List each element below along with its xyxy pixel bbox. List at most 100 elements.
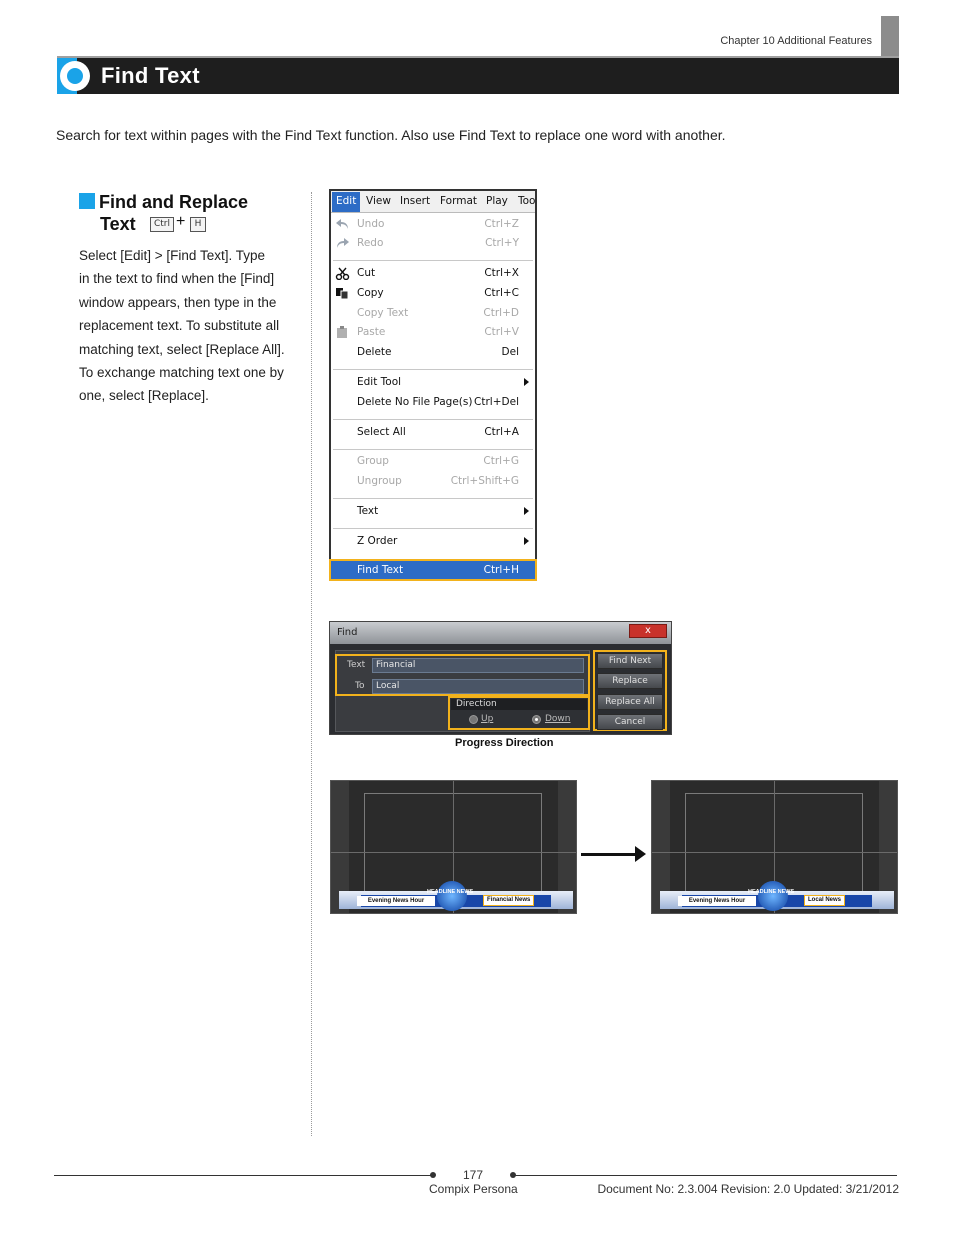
menu-item-delete[interactable]: Delete (357, 346, 392, 358)
body-line: matching text, select [Replace All]. (79, 341, 285, 357)
footer-dot (510, 1172, 516, 1178)
globe-icon (437, 881, 467, 911)
replace-button[interactable]: Replace (597, 673, 663, 689)
radio-up-label: Up (481, 714, 494, 724)
shortcut-undo: Ctrl+Z (484, 218, 519, 230)
radio-up[interactable] (469, 715, 478, 724)
menu-insert[interactable]: Insert (400, 195, 431, 207)
menu-separator (333, 369, 533, 370)
preview-side-panel (652, 781, 670, 913)
guide-line-vertical (453, 781, 454, 913)
menu-item-copy[interactable]: Copy (357, 287, 384, 299)
menu-item-ungroup[interactable]: Ungroup (357, 475, 402, 487)
body-line: in the text to find when the [Find] (79, 271, 275, 287)
menu-item-delete-no-file[interactable]: Delete No File Page(s) (357, 396, 473, 408)
menu-tools[interactable]: Too (518, 195, 536, 207)
menu-edit[interactable]: Edit (336, 195, 357, 207)
menu-item-find-text-highlight[interactable]: Find Text Ctrl+H (329, 559, 537, 581)
preview-side-panel (879, 781, 897, 913)
body-line: replacement text. To substitute all (79, 318, 280, 334)
menu-item-text[interactable]: Text (357, 505, 379, 517)
replace-all-button[interactable]: Replace All (597, 694, 663, 710)
menu-item-redo[interactable]: Redo (357, 237, 384, 249)
menu-separator (333, 528, 533, 529)
preview-side-panel (331, 781, 349, 913)
section-square-icon (79, 193, 95, 209)
scissors-icon (335, 267, 350, 280)
shortcut-copy-text: Ctrl+D (483, 307, 519, 319)
ctrl-key-icon: Ctrl (150, 217, 174, 232)
menu-item-group[interactable]: Group (357, 455, 389, 467)
edit-menu: Edit View Insert Format Play Too Undo Ct… (329, 189, 537, 581)
section-title: Find and Replace (99, 192, 249, 212)
menu-separator (333, 419, 533, 420)
body-line: one, select [Replace]. (79, 388, 209, 404)
close-icon[interactable]: x (629, 624, 667, 638)
body-line: window appears, then type in the (79, 294, 277, 310)
banner-right-text: Financial News (483, 895, 535, 906)
arrow-right-icon (581, 853, 637, 856)
page-title: Find Text (101, 63, 200, 88)
h-key-icon: H (190, 217, 206, 232)
menu-format[interactable]: Format (440, 195, 478, 207)
column-divider (311, 192, 312, 1136)
shortcut-ungroup: Ctrl+Shift+G (450, 475, 519, 487)
menu-view[interactable]: View (366, 195, 391, 207)
body-line: To exchange matching text one by (79, 365, 284, 381)
body-line: Select [Edit] > [Find Text]. Type (79, 248, 265, 263)
find-text-input[interactable]: Financial (372, 658, 584, 673)
headline-title: HEADLINE NEWS (748, 889, 795, 895)
menu-item-paste[interactable]: Paste (357, 326, 386, 338)
direction-group: Direction Up Down (448, 696, 590, 730)
menu-item-cut[interactable]: Cut (357, 267, 376, 279)
undo-icon (336, 219, 348, 229)
guide-line-horizontal (652, 852, 897, 853)
radio-down-label: Down (545, 714, 571, 724)
guide-line-vertical (774, 781, 775, 913)
submenu-arrow-icon (524, 507, 529, 515)
menu-separator (333, 260, 533, 261)
menubar-active-highlight (332, 192, 360, 212)
direction-label: Direction (451, 699, 587, 710)
paste-icon (337, 326, 347, 338)
preview-side-panel (558, 781, 576, 913)
shortcut-group: Ctrl+G (483, 455, 519, 467)
redo-icon (337, 238, 349, 248)
intro-text: Search for text within pages with the Fi… (56, 127, 726, 143)
banner-right-text: Local News (804, 895, 846, 906)
document-info: Document No: 2.3.004 Revision: 2.0 Updat… (597, 1182, 899, 1196)
footer-rule (514, 1175, 897, 1176)
shortcut-paste: Ctrl+V (484, 326, 519, 338)
menu-item-copy-text[interactable]: Copy Text (357, 307, 409, 319)
menu-item-find-text[interactable]: Find Text (357, 564, 404, 576)
banner-left-text: Evening News Hour (678, 896, 756, 906)
dialog-title: Find (337, 627, 358, 638)
menu-item-select-all[interactable]: Select All (357, 426, 406, 438)
chapter-label: Chapter 10 Additional Features (720, 35, 872, 47)
radio-down[interactable] (532, 715, 541, 724)
title-bar: Find Text (57, 56, 899, 94)
submenu-arrow-icon (524, 378, 529, 386)
menu-play[interactable]: Play (486, 195, 508, 207)
text-label: Text (347, 660, 366, 670)
chapter-tab (881, 16, 899, 56)
dialog-caption: Progress Direction (455, 737, 554, 749)
product-name: Compix Persona (429, 1182, 518, 1196)
section-body: Select [Edit] > [Find Text]. Type in the… (79, 244, 301, 408)
fields-highlight: Text Financial To Local (335, 654, 590, 696)
submenu-arrow-icon (524, 537, 529, 545)
page-number: 177 (463, 1168, 484, 1182)
arrow-head-icon (635, 846, 646, 862)
banner-left-text: Evening News Hour (357, 896, 435, 906)
shortcut-cut: Ctrl+X (484, 267, 519, 279)
copy-icon (336, 288, 349, 300)
menu-item-z-order[interactable]: Z Order (357, 535, 398, 547)
replace-to-input[interactable]: Local (372, 679, 584, 694)
section-title-line2: Text (100, 214, 136, 234)
menu-item-edit-tool[interactable]: Edit Tool (357, 376, 402, 388)
title-circle-icon (60, 61, 90, 91)
cancel-button[interactable]: Cancel (597, 714, 663, 730)
menu-item-undo[interactable]: Undo (357, 218, 385, 230)
plus-sign: + (176, 213, 186, 230)
find-next-button[interactable]: Find Next (597, 653, 663, 669)
